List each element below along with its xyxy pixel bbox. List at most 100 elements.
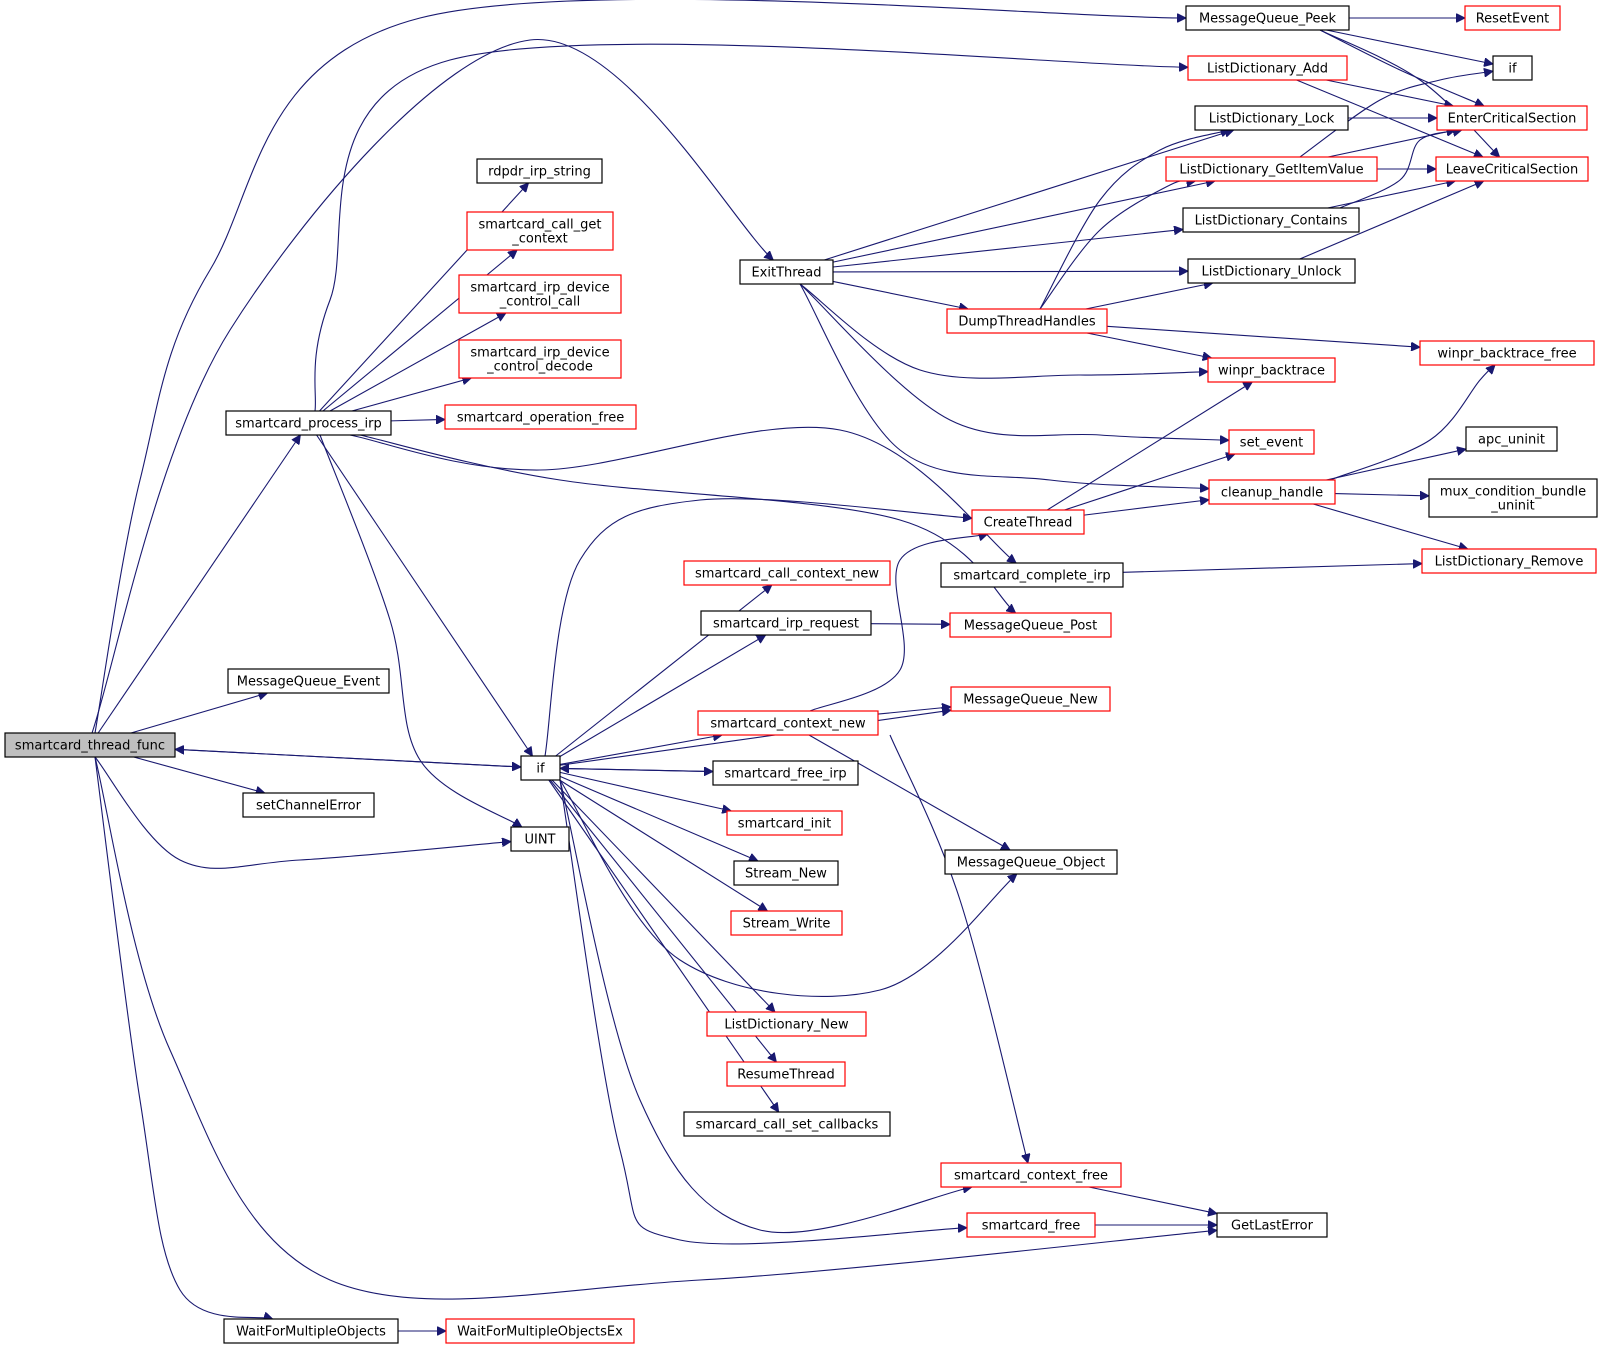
node-set-event[interactable]: set_event	[1228, 429, 1315, 455]
node-enter-cs[interactable]: EnterCriticalSection	[1436, 105, 1588, 131]
edge-dump-thread-handles-to-winpr-backtrace	[1086, 332, 1212, 358]
node-cleanup-handle[interactable]: cleanup_handle	[1208, 479, 1336, 505]
edge-create-thread-to-set-event	[1064, 454, 1235, 511]
node-label: MessageQueue_Object	[957, 856, 1106, 871]
node-box	[444, 404, 637, 430]
node-wait-multiple-ex[interactable]: WaitForMultipleObjectsEx	[445, 1318, 635, 1344]
node-apc-uninit[interactable]: apc_uninit	[1465, 426, 1558, 452]
node-irp-request[interactable]: smartcard_irp_request	[700, 610, 872, 636]
edge-exit-thread-to-ld-contains	[832, 229, 1183, 268]
edge-line	[390, 419, 445, 420]
node-complete-irp[interactable]: smartcard_complete_irp	[940, 562, 1124, 588]
edge-process-irp-to-mq-post	[359, 434, 1016, 613]
node-if-right[interactable]: if	[1492, 55, 1533, 81]
edge-ld-contains-to-enter-cs	[1339, 130, 1462, 209]
node-sc-free[interactable]: smartcard_free	[966, 1212, 1096, 1238]
node-box	[1194, 105, 1349, 131]
node-get-last-error[interactable]: GetLastError	[1216, 1212, 1328, 1238]
edge-complete-irp-to-ld-remove	[1122, 564, 1422, 573]
node-ld-remove[interactable]: ListDictionary_Remove	[1421, 548, 1597, 574]
node-context-free[interactable]: smartcard_context_free	[940, 1162, 1122, 1188]
edge-line	[130, 693, 268, 734]
node-ld-lock[interactable]: ListDictionary_Lock	[1194, 105, 1349, 131]
node-label: DumpThreadHandles	[958, 315, 1095, 330]
edge-thread-func-to-mq-event	[130, 693, 268, 734]
node-stream-write[interactable]: Stream_Write	[730, 910, 843, 936]
node-label: Stream_New	[745, 867, 827, 882]
node-call-get-context[interactable]: smartcard_call_get_context	[466, 211, 614, 251]
node-ld-getitem[interactable]: ListDictionary_GetItemValue	[1165, 156, 1378, 182]
node-stream-new[interactable]: Stream_New	[733, 860, 839, 886]
edge-thread-func-to-uint	[94, 756, 511, 869]
edge-if-main-to-sc-free	[559, 779, 967, 1245]
node-sc-init[interactable]: smartcard_init	[726, 810, 843, 836]
node-box	[730, 910, 843, 936]
edge-ld-add-to-enter-cs	[1326, 79, 1453, 106]
edge-ld-contains-to-leave-cs	[1327, 181, 1456, 209]
node-label: smartcard_context_new	[710, 717, 866, 732]
node-resume-thread[interactable]: ResumeThread	[726, 1061, 846, 1087]
node-process-irp[interactable]: smartcard_process_irp	[225, 410, 392, 436]
node-mq-peek[interactable]: MessageQueue_Peek	[1185, 5, 1350, 31]
edge-process-irp-to-call-get-context	[322, 250, 517, 412]
edge-line	[1327, 181, 1456, 209]
edge-context-new-to-mq-object	[808, 734, 1010, 850]
node-rdpdr-irp-string[interactable]: rdpdr_irp_string	[476, 158, 603, 184]
node-mux-uninit[interactable]: mux_condition_bundle_uninit	[1428, 478, 1598, 518]
node-box	[726, 810, 843, 836]
node-call-context-new[interactable]: smartcard_call_context_new	[683, 560, 891, 586]
node-box	[700, 610, 872, 636]
node-set-channel-error[interactable]: setChannelError	[242, 792, 375, 818]
node-dump-thread-handles[interactable]: DumpThreadHandles	[946, 308, 1108, 334]
node-box	[950, 686, 1111, 712]
node-ld-add[interactable]: ListDictionary_Add	[1187, 55, 1348, 81]
edge-line	[832, 271, 1188, 272]
node-winpr-backtrace[interactable]: winpr_backtrace	[1207, 357, 1336, 383]
node-free-irp[interactable]: smartcard_free_irp	[712, 760, 859, 786]
edge-line	[559, 779, 972, 1234]
node-create-thread[interactable]: CreateThread	[971, 509, 1085, 535]
node-irp-device-control-decode[interactable]: smartcard_irp_device_control_decode	[458, 339, 622, 379]
node-if-main[interactable]: if	[520, 755, 561, 781]
node-mq-event[interactable]: MessageQueue_Event	[227, 668, 390, 694]
edge-if-main-to-context-free	[559, 779, 972, 1234]
edge-line	[559, 779, 967, 1245]
node-ld-contains[interactable]: ListDictionary_Contains	[1182, 207, 1360, 233]
node-reset-event[interactable]: ResetEvent	[1464, 5, 1561, 31]
node-box	[1165, 156, 1378, 182]
node-box	[458, 339, 622, 379]
edge-line	[1329, 365, 1495, 481]
edge-line	[94, 756, 273, 1319]
node-label: smarcard_call_set_callbacks	[696, 1118, 879, 1133]
node-label: smartcard_process_irp	[235, 417, 382, 432]
node-label: ListDictionary_Contains	[1195, 214, 1348, 229]
node-ld-unlock[interactable]: ListDictionary_Unlock	[1187, 258, 1356, 284]
node-operation-free[interactable]: smartcard_operation_free	[444, 404, 637, 430]
node-winpr-backtrace-free[interactable]: winpr_backtrace_free	[1419, 340, 1595, 366]
edge-exit-thread-to-cleanup-handle	[799, 283, 1209, 489]
node-box	[966, 1212, 1096, 1238]
node-exit-thread[interactable]: ExitThread	[739, 259, 834, 285]
node-box	[227, 668, 390, 694]
node-mq-object[interactable]: MessageQueue_Object	[944, 849, 1118, 875]
edge-line	[1326, 449, 1466, 481]
edge-if-main-to-ld-new	[551, 779, 775, 1012]
node-wait-multiple[interactable]: WaitForMultipleObjects	[223, 1318, 399, 1344]
node-call-set-callbacks[interactable]: smarcard_call_set_callbacks	[683, 1111, 891, 1137]
node-box	[940, 1162, 1122, 1188]
node-ld-new[interactable]: ListDictionary_New	[706, 1011, 867, 1037]
node-mq-new[interactable]: MessageQueue_New	[950, 686, 1111, 712]
node-context-new[interactable]: smartcard_context_new	[697, 710, 879, 736]
node-label: LeaveCriticalSection	[1446, 163, 1578, 178]
node-box	[1419, 340, 1595, 366]
edge-process-irp-to-operation-free	[390, 419, 445, 420]
node-label: setChannelError	[256, 799, 362, 814]
node-leave-cs[interactable]: LeaveCriticalSection	[1435, 156, 1589, 182]
node-label: mux_condition_bundle	[1440, 485, 1586, 500]
node-uint[interactable]: UINT	[510, 826, 570, 852]
node-mq-post[interactable]: MessageQueue_Post	[949, 612, 1112, 638]
edge-thread-func-to-exit-thread	[91, 39, 773, 734]
node-box	[445, 1318, 635, 1344]
node-irp-device-control-call[interactable]: smartcard_irp_device_control_call	[458, 274, 622, 314]
